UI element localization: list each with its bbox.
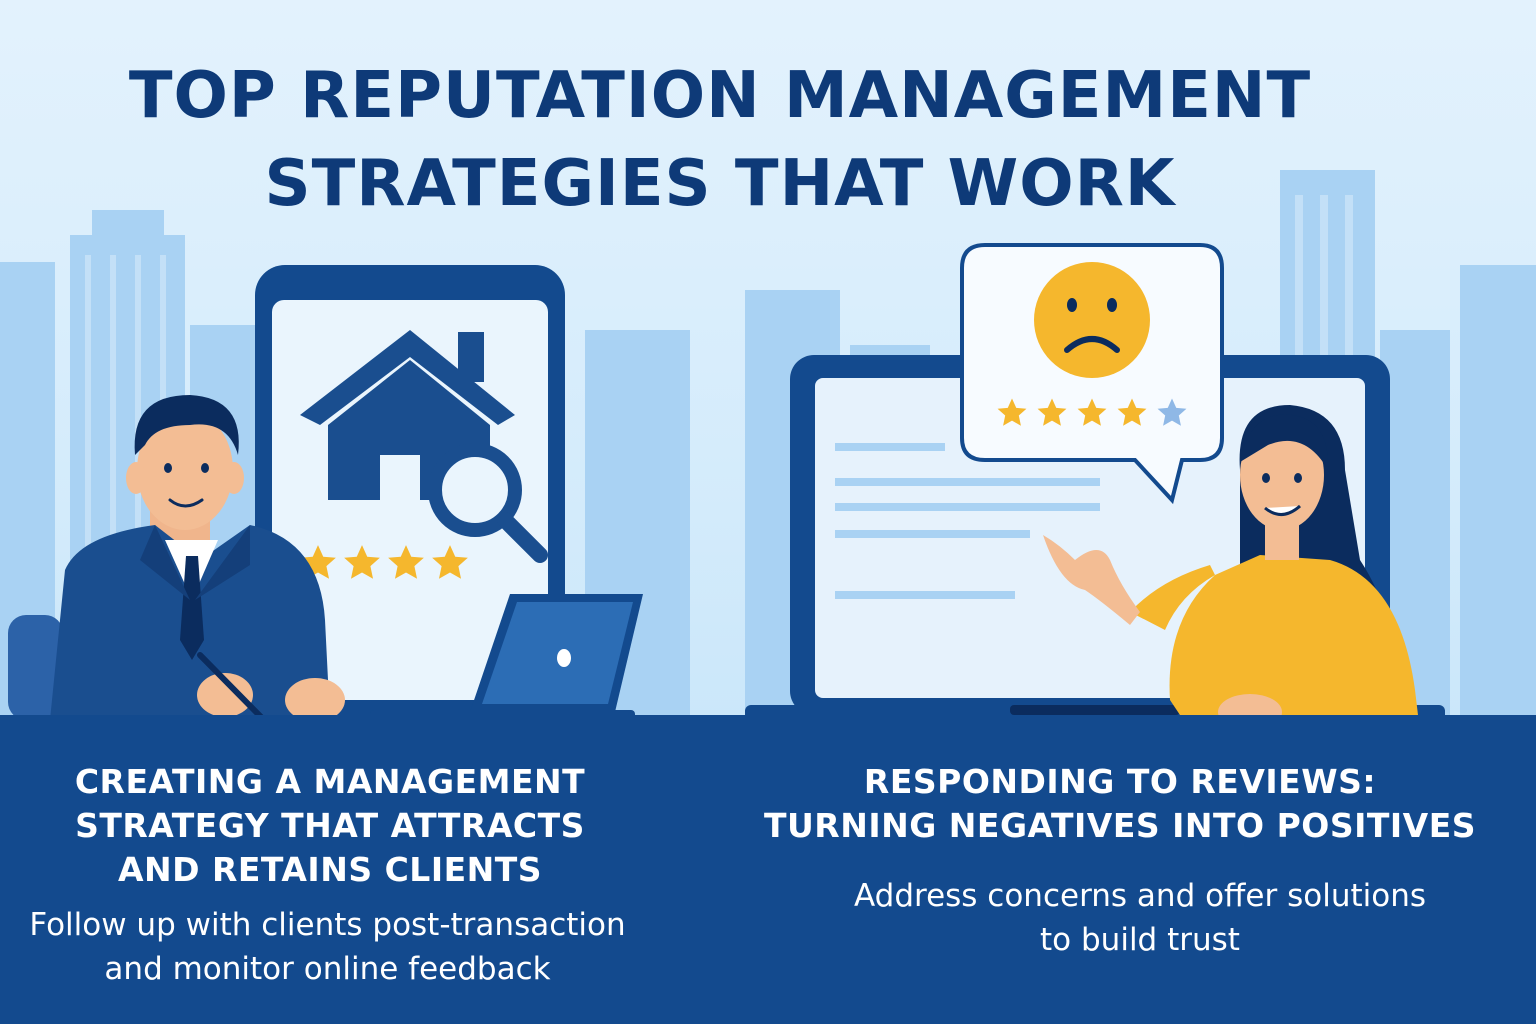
magnifier-icon [428, 443, 548, 563]
right-description: Address concerns and offer solutions to … [853, 878, 1427, 958]
title-line-1: TOP REPUTATION MANAGEMENT [128, 59, 1312, 133]
sad-face-icon [1034, 262, 1150, 378]
bottom-band [0, 715, 1536, 1024]
woman-illustration [1043, 405, 1418, 730]
left-heading: CREATING A MANAGEMENT STRATEGY THAT ATTR… [74, 762, 586, 889]
right-heading: RESPONDING TO REVIEWS: TURNING NEGATIVES… [763, 762, 1477, 845]
title-line-2: STRATEGIES THAT WORK [264, 147, 1176, 221]
left-description: Follow up with clients post-transaction … [29, 907, 626, 987]
page-title: TOP REPUTATION MANAGEMENT STRATEGIES THA… [0, 52, 1440, 228]
